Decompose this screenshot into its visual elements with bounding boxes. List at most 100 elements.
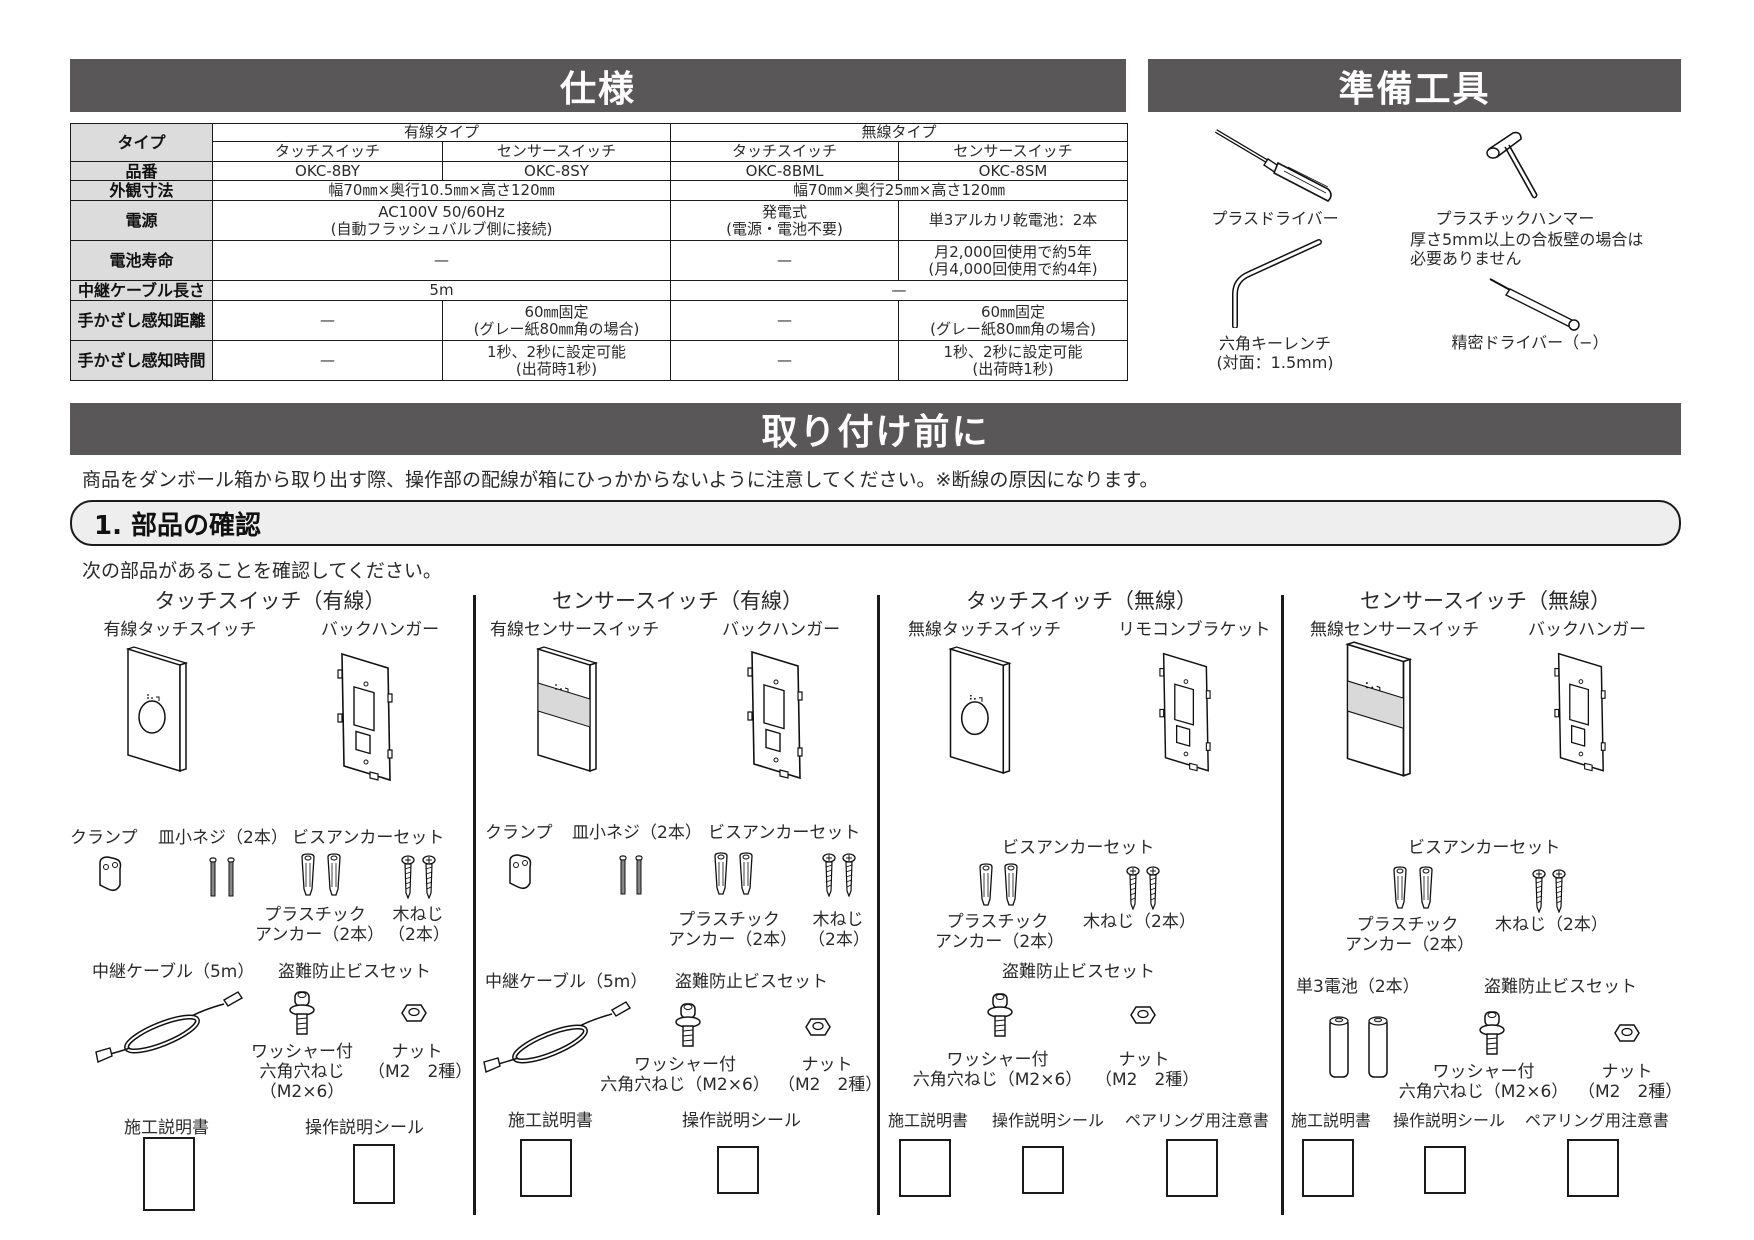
table-row: 手かざし感知距離 — 60㎜固定(グレー紙80㎜角の場合) — 60㎜固定(グレ… <box>70 300 1129 341</box>
column-title: タッチスイッチ（無線） <box>966 589 1197 613</box>
sticker-document-icon <box>353 1144 395 1204</box>
part-label: ビスアンカーセット <box>292 828 445 848</box>
label-line: 木ねじ <box>812 910 864 930</box>
hex-key-icon <box>1232 239 1322 328</box>
part-label: クランプ <box>485 823 553 843</box>
part-label: 操作説明シール <box>305 1118 424 1138</box>
label-line: 六角穴ねじ <box>259 1062 345 1082</box>
back-hanger-icon <box>740 648 810 788</box>
part-label: ビスアンカーセット <box>1002 838 1155 858</box>
battery-wl-sensor: 月2,000回使用で約5年(月4,000回使用で約4年) <box>898 240 1129 281</box>
back-hanger-icon <box>1545 650 1615 780</box>
note-line: 必要ありません <box>1410 249 1522 268</box>
time-cell: 1秒、2秒に設定可能(出荷時1秒) <box>441 340 672 381</box>
label-line: （2本） <box>808 930 870 950</box>
manual-document-icon <box>899 1139 951 1197</box>
part-label: 皿小ネジ（2本） <box>572 823 702 843</box>
wood-screw-icon <box>1126 866 1140 910</box>
label-line: ナット <box>801 1055 853 1075</box>
label-line: プラスチック <box>1356 915 1459 935</box>
label-line: ナット <box>391 1042 443 1062</box>
label-line: （M2 2種） <box>1095 1070 1200 1090</box>
label-line: 六角穴ねじ（M2×6） <box>1398 1082 1569 1102</box>
nut-icon <box>1130 1004 1156 1026</box>
sticker-document-icon <box>1424 1146 1466 1194</box>
part-label: 施工説明書 <box>1291 1111 1372 1130</box>
label-line: ワッシャー付 <box>634 1055 736 1075</box>
label-line: 六角穴ねじ（M2×6） <box>912 1070 1083 1090</box>
label-line: プラスチック <box>678 910 780 930</box>
part-label: ペアリング用注意書 <box>1525 1111 1670 1130</box>
remote-bracket-icon <box>1145 650 1225 780</box>
cable-wireless: — <box>670 280 1129 301</box>
part-label: 盗難防止ビスセット <box>675 972 828 992</box>
label-line: アンカー（2本） <box>668 930 798 950</box>
time-cell: — <box>670 340 900 381</box>
part-label: ペアリング用注意書 <box>1125 1111 1270 1130</box>
part-label: 中継ケーブル（5m） <box>92 962 255 982</box>
subtype-cell: タッチスイッチ <box>212 141 443 162</box>
tool-label: プラスドライバー <box>1211 209 1339 228</box>
manual-document-icon <box>143 1137 195 1211</box>
label-line: プラスチック <box>946 912 1049 932</box>
hex-bolt-icon <box>985 992 1015 1042</box>
wood-screw-icon <box>822 853 836 897</box>
label-line: ナット <box>1118 1050 1170 1070</box>
part-label: バックハンガー <box>1528 620 1647 640</box>
hammer-note: 厚さ5mm以上の合板壁の場合は 必要ありません <box>1410 230 1670 268</box>
tool-plastic-hammer: プラスチックハンマー <box>1415 125 1615 228</box>
nut-icon <box>1614 1022 1640 1044</box>
tool-hex-key: 六角キーレンチ (対面：1.5mm) <box>1200 238 1350 372</box>
cell-line: 1秒、2秒に設定可能 <box>486 342 627 361</box>
screw-icon <box>208 857 218 897</box>
cell-line: AC100V 50/60Hz <box>378 202 505 221</box>
label-line: プラスチック <box>264 905 366 925</box>
part-label: プラスチックアンカー（2本） <box>935 912 1064 952</box>
part-label: プラスチックアンカー（2本） <box>1345 915 1475 955</box>
label-line: ワッシャー付 <box>1432 1062 1535 1082</box>
part-label: 操作説明シール <box>682 1111 801 1131</box>
wood-screw-icon <box>842 853 856 897</box>
cell-line: 月2,000回使用で約5年 <box>934 242 1092 261</box>
label-line: （2本） <box>388 925 450 945</box>
wireless-touch-switch-icon <box>938 645 1028 777</box>
tool-label: 精密ドライバー（−） <box>1451 333 1609 352</box>
screw-icon <box>226 857 236 897</box>
column-title: センサースイッチ（無線） <box>1360 589 1611 613</box>
part-label: 盗難防止ビスセット <box>1002 962 1155 982</box>
part-label: 操作説明シール <box>1393 1111 1506 1130</box>
part-label: クランプ <box>70 828 138 848</box>
cell-line: (電源・電池不要) <box>726 219 843 238</box>
anchor-icon <box>1003 863 1019 907</box>
subtype-cell: センサースイッチ <box>441 141 672 162</box>
part-label: ワッシャー付六角穴ねじ（M2×6） <box>910 1050 1085 1090</box>
label-line: （M2 2種） <box>1578 1082 1683 1102</box>
part-label: 施工説明書 <box>124 1118 209 1138</box>
distance-cell: — <box>212 300 443 341</box>
table-row: 電池寿命 — — 月2,000回使用で約5年(月4,000回使用で約4年) <box>70 240 1129 281</box>
cell-line: 1秒、2秒に設定可能 <box>943 342 1083 361</box>
dimensions-wired: 幅70㎜×奥行10.5㎜×高さ120㎜ <box>211 180 672 201</box>
part-label: 盗難防止ビスセット <box>278 962 431 982</box>
tool-phillips-driver: プラスドライバー <box>1190 125 1360 228</box>
distance-cell: 60㎜固定(グレー紙80㎜角の場合) <box>898 300 1129 341</box>
label-line: ワッシャー付 <box>946 1050 1049 1070</box>
anchor-icon <box>1392 866 1408 910</box>
cell-line: (出荷時1秒) <box>515 359 598 378</box>
part-label: 操作説明シール <box>992 1111 1105 1130</box>
cell-line: (グレー紙80㎜角の場合) <box>473 319 640 338</box>
part-label: プラスチックアンカー（2本） <box>255 905 384 945</box>
hex-bolt-icon <box>673 1002 703 1052</box>
cell-line: 60㎜固定 <box>980 302 1046 321</box>
clamp-icon <box>94 855 124 895</box>
anchor-icon <box>300 853 316 897</box>
tool-label: プラスチックハンマー <box>1435 209 1595 228</box>
model-cell: OKC-8SY <box>441 161 672 181</box>
cell-line: (出荷時1秒) <box>972 359 1054 378</box>
row-label: 電源 <box>70 200 213 241</box>
label-line: アンカー（2本） <box>1345 935 1475 955</box>
confirm-text: 次の部品があることを確認してください。 <box>82 560 442 582</box>
precision-driver-icon <box>1489 278 1580 331</box>
sticker-document-icon <box>717 1146 759 1194</box>
table-row: タイプ 有線タイプ 無線タイプ <box>70 123 1129 162</box>
